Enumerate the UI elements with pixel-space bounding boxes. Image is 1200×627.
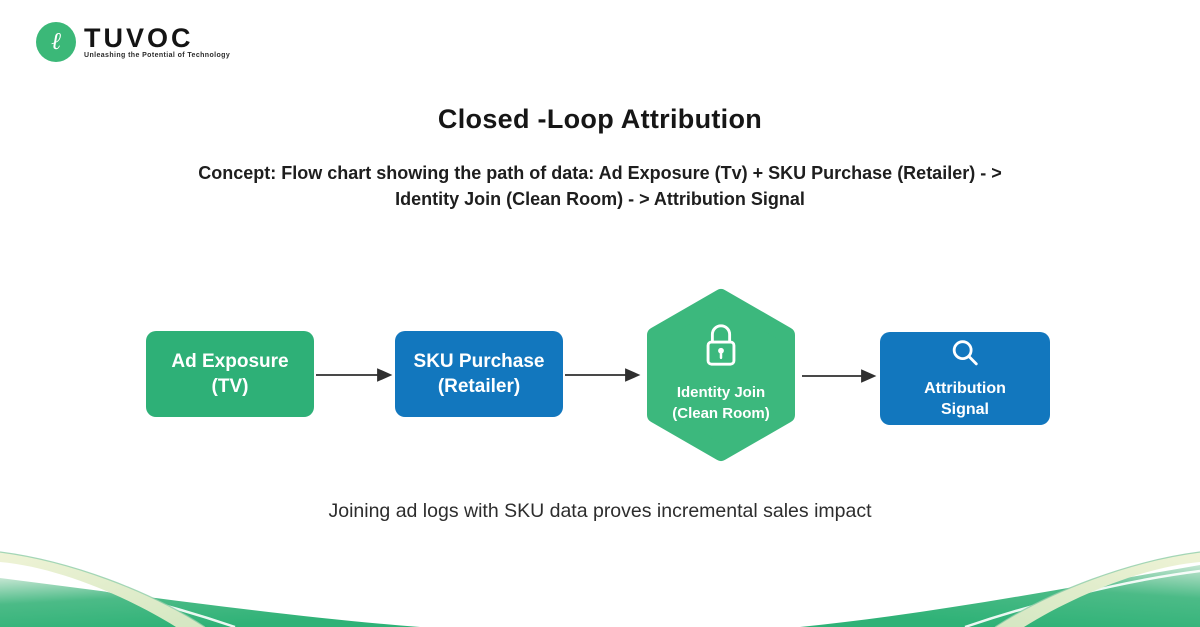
- caption-text: Joining ad logs with SKU data proves inc…: [328, 500, 872, 522]
- bottom-wave-decoration: [0, 551, 1200, 627]
- concept-text: Concept: Flow chart showing the path of …: [0, 160, 1200, 212]
- flow-node-identity-join: Identity Join (Clean Room): [641, 288, 801, 462]
- flow-node-attribution-signal: Attribution Signal: [880, 332, 1050, 425]
- wave-left: [0, 578, 420, 627]
- node-sublabel: Signal: [940, 401, 989, 418]
- node-sublabel: (Retailer): [437, 376, 521, 397]
- node-label: SKU Purchase: [413, 351, 545, 372]
- concept-line-1: Concept: Flow chart showing the path of …: [198, 163, 1002, 183]
- hexagon-shape: [647, 289, 795, 461]
- node-label: Attribution: [924, 380, 1006, 397]
- wave-ribbon-left: [0, 552, 205, 627]
- brand-tagline: Unleashing the Potential of Technology: [84, 52, 231, 59]
- flow-node-ad-exposure: Ad Exposure (TV): [146, 331, 314, 417]
- logo-glyph: ℓ: [51, 27, 61, 55]
- node-label: Identity Join: [676, 384, 766, 401]
- search-icon: [948, 337, 982, 374]
- flow-node-sku-purchase: SKU Purchase (Retailer): [395, 331, 563, 417]
- lock-icon: [698, 320, 744, 372]
- wave-right: [800, 565, 1200, 627]
- brand-name: TUVOC: [84, 23, 194, 53]
- node-label: Ad Exposure: [171, 351, 289, 372]
- node-sublabel: (TV): [211, 376, 249, 397]
- logo-ell-icon: ℓ: [36, 22, 76, 62]
- page-title: Closed -Loop Attribution: [437, 104, 763, 134]
- wave-ribbon-right: [995, 552, 1200, 627]
- concept-line-2: Identity Join (Clean Room) - > Attributi…: [395, 189, 805, 209]
- brand-logo: ℓ TUVOC Unleashing the Potential of Tech…: [36, 22, 230, 62]
- node-sublabel: (Clean Room): [672, 405, 770, 422]
